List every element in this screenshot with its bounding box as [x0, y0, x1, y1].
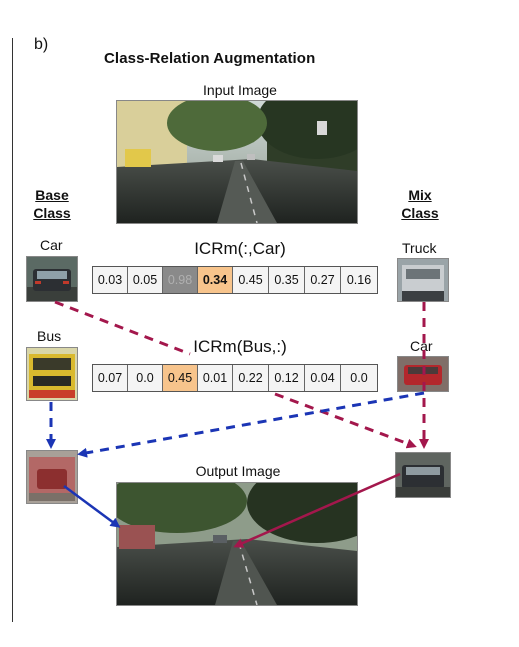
- red-dashed-arrow-vector-to-mix: [274, 392, 417, 449]
- output-image-caption: Output Image: [195, 463, 281, 479]
- icr-car-cell-highlight: 0.34: [198, 267, 233, 293]
- output-street-image: [116, 482, 358, 606]
- base-car-label: Car: [40, 237, 63, 253]
- input-image-caption: Input Image: [203, 82, 277, 98]
- blue-dashed-arrow-car-to-base: [77, 391, 425, 458]
- icr-car-vector: 0.03 0.05 0.98 0.34 0.45 0.35 0.27 0.16: [92, 266, 378, 294]
- icr-car-title: ICRm(:,Car): [194, 239, 286, 258]
- icr-bus-cell: 0.0: [350, 371, 368, 385]
- icr-bus-cell: 0.22: [233, 365, 269, 391]
- icr-bus-cell-highlight: 0.45: [163, 365, 198, 391]
- base-car-image: [26, 256, 78, 302]
- base-bus-label: Bus: [37, 328, 62, 344]
- panel-label: b): [34, 36, 49, 53]
- mix-mixed-image: [395, 452, 451, 498]
- icr-bus-title: ICRm(Bus,:): [193, 337, 287, 356]
- icr-bus-cell: 0.01: [198, 365, 233, 391]
- panel-divider-line: [12, 38, 13, 622]
- red-dashed-arrow-car-to-vector: [54, 300, 191, 356]
- icr-car-cell: 0.27: [305, 267, 341, 293]
- icr-car-cell: 0.16: [346, 273, 372, 287]
- icr-bus-cell: 0.07: [93, 365, 128, 391]
- icr-car-cell: 0.05: [128, 267, 163, 293]
- icr-bus-vector: 0.07 0.0 0.45 0.01 0.22 0.12 0.04 0.0: [92, 364, 378, 392]
- icr-car-cell: 0.03: [93, 267, 128, 293]
- icr-bus-cell: 0.12: [269, 365, 305, 391]
- icr-bus-cell: 0.0: [128, 365, 163, 391]
- base-bus-image: [26, 347, 78, 401]
- figure-title: Class-Relation Augmentation: [104, 50, 316, 67]
- red-solid-arrow-to-output: [233, 472, 401, 548]
- mix-truck-image: [397, 258, 449, 302]
- base-mixed-image: [26, 450, 78, 504]
- mix-truck-label: Truck: [402, 240, 437, 256]
- icr-car-cell: 0.45: [233, 267, 269, 293]
- blue-solid-arrow-to-output: [63, 484, 121, 528]
- icr-car-cell-grey: 0.98: [163, 267, 198, 293]
- icr-bus-cell: 0.04: [305, 365, 341, 391]
- input-street-image: [116, 100, 358, 224]
- mix-car-label: Car: [410, 338, 433, 354]
- icr-car-cell: 0.35: [269, 267, 305, 293]
